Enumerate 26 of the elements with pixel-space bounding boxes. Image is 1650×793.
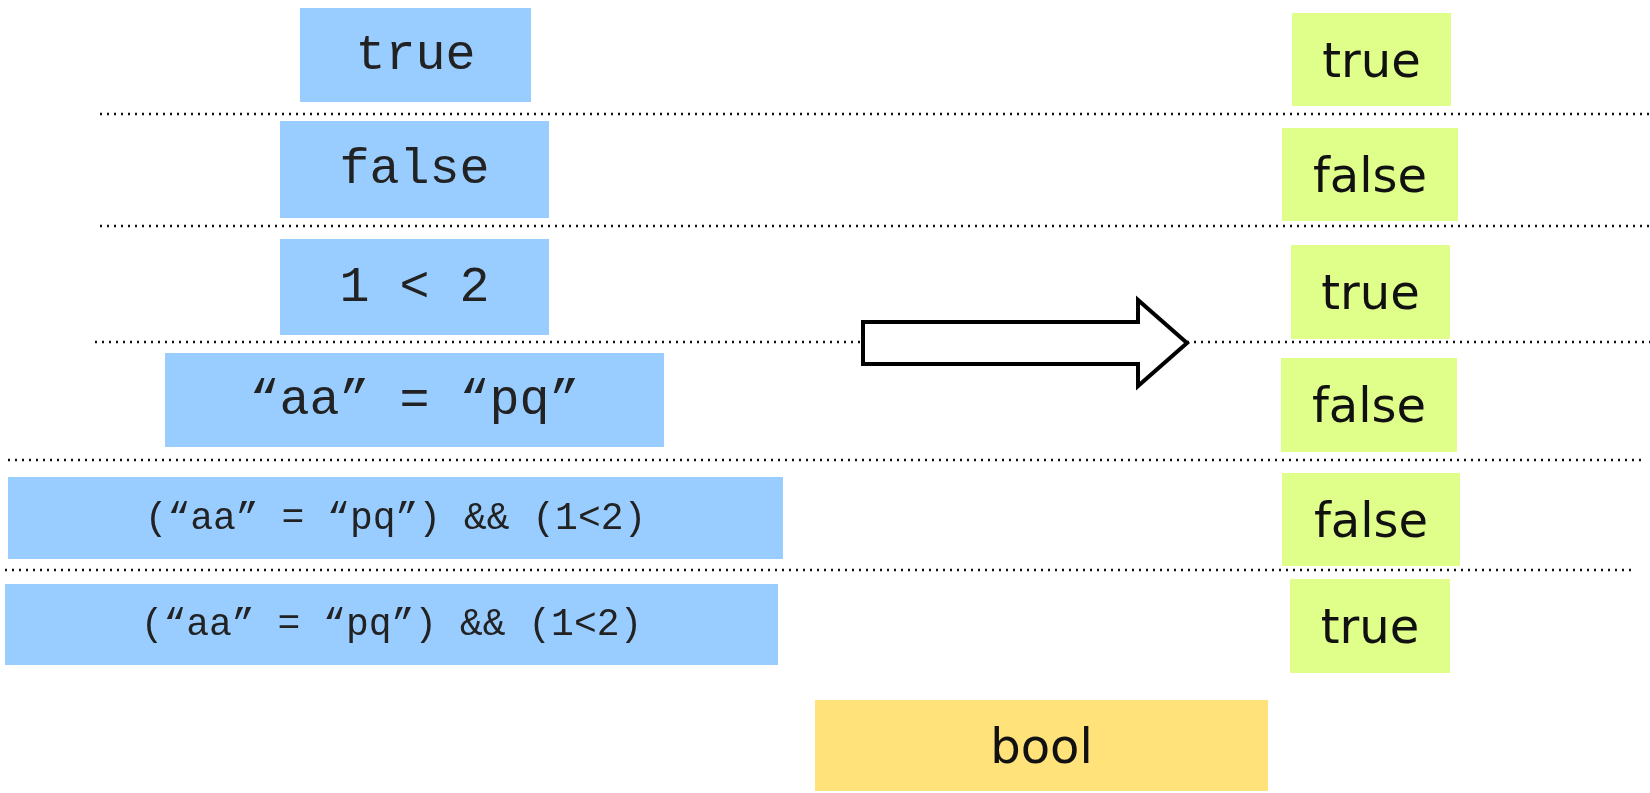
value-text: (“aa” = “pq”) && (1<2) [144, 496, 647, 540]
value-text: true [1322, 31, 1421, 88]
value-text: bool [990, 717, 1093, 774]
expression-box [280, 121, 549, 218]
value-text: true [355, 26, 476, 84]
value-text: “aa” = “pq” [249, 371, 580, 429]
value-text: false [1313, 491, 1429, 548]
value-text: true [1321, 264, 1420, 320]
expression-box [8, 477, 783, 559]
expression-box [300, 8, 531, 102]
value-text: true [1320, 598, 1420, 654]
value-text: false [1312, 146, 1428, 203]
type-box [815, 700, 1268, 791]
expression-box [165, 353, 664, 447]
result-box [1282, 128, 1458, 221]
value-text: false [1311, 377, 1427, 433]
value-text: 1 < 2 [339, 258, 490, 316]
result-box [1291, 245, 1450, 339]
value-text: (“aa” = “pq”) && (1<2) [140, 603, 643, 646]
expression-box [5, 584, 778, 665]
result-box [1292, 13, 1451, 106]
result-box [1282, 473, 1460, 566]
value-text: false [339, 141, 490, 198]
expression-box [280, 239, 549, 335]
result-box [1281, 358, 1457, 452]
result-box [1290, 579, 1450, 673]
